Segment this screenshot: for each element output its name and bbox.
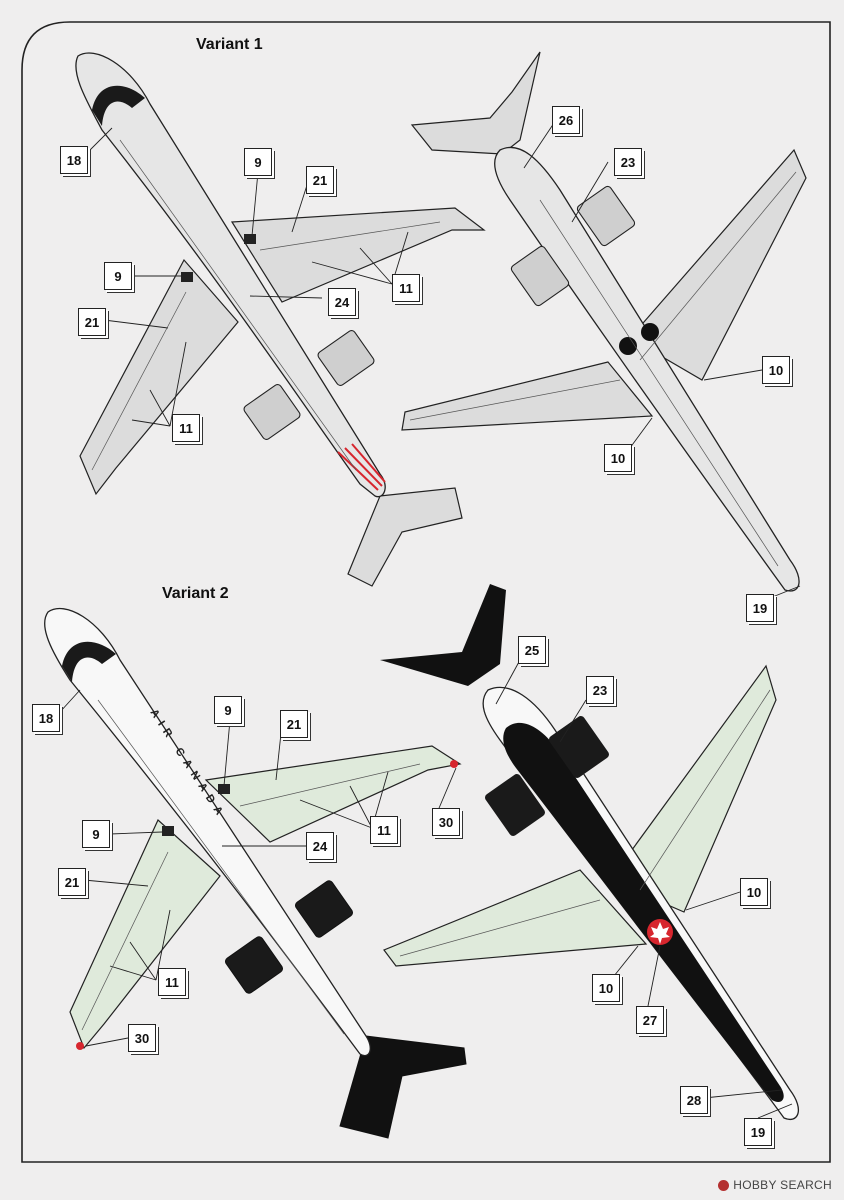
v1-top-right-wing: [230, 207, 486, 303]
v1-bottom-left-wing: [401, 361, 654, 431]
callout-box: 21: [306, 166, 334, 194]
callout-box: 10: [762, 356, 790, 384]
v1-top-cockpit: [92, 85, 145, 126]
page-frame: [21, 21, 831, 1163]
callout-box: 19: [746, 594, 774, 622]
callout-box: 23: [586, 676, 614, 704]
hobbysearch-logo-icon: [718, 1179, 730, 1191]
callout-box: 11: [172, 414, 200, 442]
v1-top-engine-right: [317, 330, 375, 386]
callout-box: 9: [82, 820, 110, 848]
callout-box: 19: [744, 1118, 772, 1146]
v1-top-engine-left: [243, 384, 301, 440]
v1-top-left-wing: [79, 258, 239, 496]
callout-box: 27: [636, 1006, 664, 1034]
callout-box: 21: [280, 710, 308, 738]
v1-top-tailplane: [347, 487, 463, 587]
callout-box: 11: [370, 816, 398, 844]
callout-box: 18: [60, 146, 88, 174]
callout-box: 23: [614, 148, 642, 176]
callout-box: 26: [552, 106, 580, 134]
v2-top-right-wing: [204, 745, 462, 843]
v2-top-cockpit: [62, 641, 116, 682]
callout-box: 30: [128, 1024, 156, 1052]
callout-box: 11: [158, 968, 186, 996]
v1-top-tail-stripes: [337, 443, 386, 491]
v1-top-view: [75, 52, 486, 587]
v2-top-wingtip-light: [76, 1042, 84, 1050]
callout-box: 28: [680, 1086, 708, 1114]
v1-bottom-gear: [619, 337, 637, 355]
v2-bottom-engine-left: [485, 774, 545, 836]
callout-box: 21: [58, 868, 86, 896]
v1-top-door-marker: [181, 272, 193, 282]
callout-box: 21: [78, 308, 106, 336]
callout-box: 24: [306, 832, 334, 860]
callout-box: 30: [432, 808, 460, 836]
callout-box: 10: [592, 974, 620, 1002]
v2-top-engine-left: [225, 936, 283, 994]
v1-bottom-tailplane: [410, 51, 541, 155]
callout-box: 10: [604, 444, 632, 472]
variant-1-title: Variant 1: [196, 36, 263, 53]
v1-top-fuselage: [75, 52, 386, 498]
v2-top-door-marker: [218, 784, 230, 794]
variant-2-title: Variant 2: [162, 585, 229, 602]
v2-bottom-belly: [503, 722, 784, 1103]
callout-box: 11: [392, 274, 420, 302]
v1-bottom-engine-right: [576, 185, 636, 247]
callout-box: 9: [244, 148, 272, 176]
callout-box: 18: [32, 704, 60, 732]
v2-bottom-tailplane: [380, 584, 506, 686]
callout-box: 9: [214, 696, 242, 724]
v1-bottom-right-wing: [629, 148, 807, 381]
v2-bottom-engine-right: [549, 716, 609, 778]
callout-box: 24: [328, 288, 356, 316]
v1-top-door-marker: [244, 234, 256, 244]
callout-box: 9: [104, 262, 132, 290]
v1-bottom-fuselage: [494, 146, 800, 592]
callout-box: 10: [740, 878, 768, 906]
v2-top-fuselage: [44, 607, 371, 1057]
watermark: HOBBY SEARCH: [718, 1178, 832, 1192]
panel-details: [81, 139, 797, 1035]
v2-top-tailplane: [339, 1035, 467, 1139]
maple-leaf-icon: [650, 922, 670, 944]
v1-bottom-gear: [641, 323, 659, 341]
v2-top-engine-right: [295, 880, 353, 938]
v1-bottom-view: [401, 51, 807, 592]
v2-bottom-view: [380, 584, 800, 1120]
v2-top-left-wing: [69, 819, 221, 1050]
v2-top-wingtip-light: [450, 760, 458, 768]
watermark-text: HOBBY SEARCH: [733, 1178, 832, 1192]
v2-top-view: AIR CANADA: [44, 607, 467, 1139]
v1-bottom-engine-left: [510, 245, 570, 307]
v2-top-door-marker: [162, 826, 174, 836]
callout-box: 25: [518, 636, 546, 664]
